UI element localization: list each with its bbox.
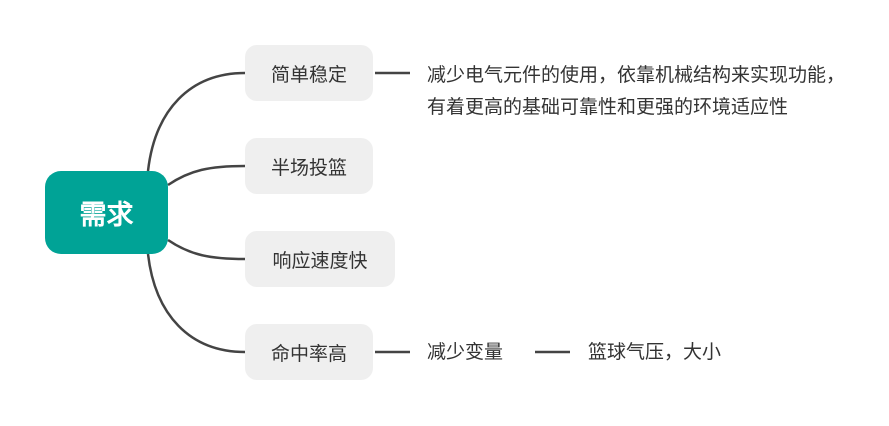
branch-node-high-accuracy[interactable]: 命中率高 <box>245 324 373 380</box>
connector-line <box>146 71 246 172</box>
detail-line: 减少电气元件的使用，依靠机械结构来实现功能， <box>427 64 846 86</box>
connector-line <box>167 164 246 187</box>
branch-node-half-court[interactable]: 半场投篮 <box>245 138 373 194</box>
connector-line <box>167 238 246 261</box>
branch-label: 半场投篮 <box>270 156 347 179</box>
detail-node-ball-pressure[interactable]: 篮球气压，大小 <box>588 341 722 363</box>
detail-line: 有着更高的基础可靠性和更强的环境适应性 <box>427 96 789 118</box>
detail-node-simple-stable[interactable]: 减少电气元件的使用，依靠机械结构来实现功能， 有着更高的基础可靠性和更强的环境适… <box>427 59 845 123</box>
root-label: 需求 <box>79 200 134 231</box>
branch-label: 响应速度快 <box>272 249 368 272</box>
detail-node-reduce-variables[interactable]: 减少变量 <box>427 341 504 363</box>
branch-label: 简单稳定 <box>270 63 347 86</box>
branch-node-simple-stable[interactable]: 简单稳定 <box>245 45 373 101</box>
root-node[interactable]: 需求 <box>45 171 168 254</box>
branch-label: 命中率高 <box>270 342 347 365</box>
branch-node-fast-response[interactable]: 响应速度快 <box>245 231 395 287</box>
connector-line <box>146 253 246 354</box>
